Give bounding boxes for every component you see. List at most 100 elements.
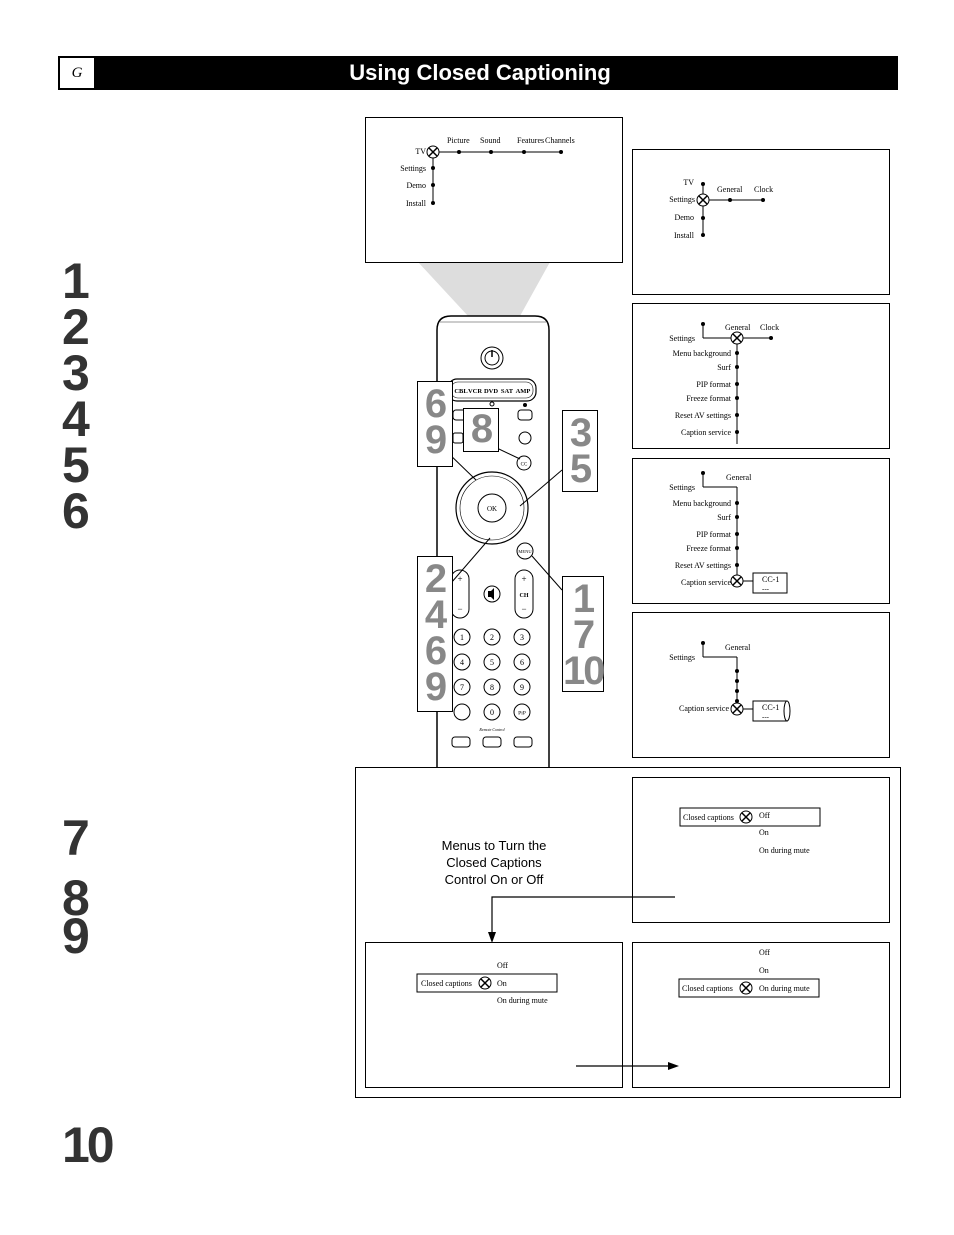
page-title: Using Closed Captioning <box>349 60 611 85</box>
number-pad[interactable]: 1 2 3 4 5 6 7 8 9 0 PiP <box>453 628 531 721</box>
arrow-down <box>491 896 675 936</box>
callout-step-8: 8 <box>463 408 499 452</box>
svg-text:Menu background: Menu background <box>673 499 731 508</box>
menu-button[interactable] <box>516 542 534 560</box>
source-amp[interactable]: AMP <box>516 388 531 395</box>
svg-text:0: 0 <box>490 708 494 717</box>
svg-text:Closed captions: Closed captions <box>683 813 734 822</box>
mute-icon <box>488 588 494 600</box>
svg-text:On: On <box>759 828 769 837</box>
svg-text:On during mute: On during mute <box>497 996 548 1005</box>
menu-panel-caption-value: General Settings Caption service CC-1 --… <box>632 612 890 758</box>
svg-text:On: On <box>497 979 507 988</box>
svg-text:PIP format: PIP format <box>696 530 731 539</box>
svg-text:Off: Off <box>497 961 508 970</box>
svg-text:2: 2 <box>490 633 494 642</box>
svg-text:6: 6 <box>520 658 524 667</box>
svg-text:CC: CC <box>521 463 528 468</box>
svg-text:General: General <box>726 473 752 482</box>
svg-text:Surf: Surf <box>717 513 731 522</box>
key-c[interactable] <box>518 431 532 445</box>
mute-small-key[interactable] <box>452 432 464 444</box>
svg-text:Install: Install <box>406 199 427 208</box>
svg-text:On: On <box>759 966 769 975</box>
svg-text:Caption service: Caption service <box>679 704 729 713</box>
brand-label: Remote Control <box>478 727 505 732</box>
svg-text:Picture: Picture <box>447 136 470 145</box>
svg-text:PiP: PiP <box>518 711 526 717</box>
svg-text:+: + <box>521 574 526 584</box>
source-vcr[interactable]: VCR <box>468 388 482 395</box>
svg-text:Settings: Settings <box>669 195 695 204</box>
svg-text:Freeze format: Freeze format <box>686 394 731 403</box>
cc-panel-on-during-mute: Closed captions Off On On during mute <box>632 942 890 1088</box>
svg-text:4: 4 <box>460 658 464 667</box>
svg-text:Closed captions: Closed captions <box>421 979 472 988</box>
menu-panel-caption-service: General Settings Menu background Surf PI… <box>632 458 890 604</box>
svg-text:---: --- <box>762 713 770 721</box>
svg-text:−: − <box>457 604 462 614</box>
svg-text:CC-1: CC-1 <box>762 575 779 584</box>
svg-text:Off: Off <box>759 948 770 957</box>
svg-text:Clock: Clock <box>760 323 779 332</box>
cc-panel-off: Closed captions Off On On during mute <box>632 777 890 923</box>
remote-control-illustration: CBL VCR DVD SAT AMP CC OK MENU + − + CH … <box>418 262 563 770</box>
svg-text:OK: OK <box>487 505 497 513</box>
svg-text:General: General <box>725 643 751 652</box>
svg-text:Clock: Clock <box>754 185 773 194</box>
svg-text:On during mute: On during mute <box>759 984 810 993</box>
cc-panel-on: Closed captions Off On On during mute <box>365 942 623 1088</box>
menu-panel-general: General Clock Settings Menu background S… <box>632 303 890 449</box>
svg-text:Closed captions: Closed captions <box>682 984 733 993</box>
svg-text:Settings: Settings <box>400 164 426 173</box>
svg-text:Caption service: Caption service <box>681 578 731 587</box>
source-dvd[interactable]: DVD <box>484 388 498 395</box>
flow-arrows <box>488 896 679 1070</box>
svg-text:PIP format: PIP format <box>696 380 731 389</box>
svg-text:1: 1 <box>460 633 464 642</box>
bottom-key-1[interactable] <box>451 736 471 748</box>
svg-text:Features: Features <box>517 136 544 145</box>
bottom-key-2[interactable] <box>482 736 502 748</box>
svg-text:−: − <box>521 604 526 614</box>
svg-text:Install: Install <box>674 231 695 240</box>
svg-text:Settings: Settings <box>669 483 695 492</box>
key-b[interactable] <box>517 409 533 421</box>
svg-text:8: 8 <box>490 683 494 692</box>
svg-text:MENU: MENU <box>518 549 532 554</box>
section-caption: Menus to Turn the Closed Captions Contro… <box>441 838 547 887</box>
svg-text:TV: TV <box>415 147 426 156</box>
svg-text:Reset AV settings: Reset AV settings <box>675 411 731 420</box>
ok-button[interactable] <box>477 493 507 523</box>
menu-panel-settings: TV Settings Demo Install General Clock <box>632 149 890 295</box>
svg-text:Settings: Settings <box>669 653 695 662</box>
step-number-10: 10 <box>62 1117 115 1173</box>
caption-service-value-box <box>752 572 788 594</box>
source-cbl[interactable]: CBL <box>454 388 468 395</box>
header-bar <box>58 56 898 90</box>
cc-button[interactable] <box>516 455 532 471</box>
svg-text:7: 7 <box>460 683 464 692</box>
svg-text:3: 3 <box>520 633 524 642</box>
svg-text:Settings: Settings <box>669 334 695 343</box>
svg-text:CH: CH <box>520 593 529 599</box>
bottom-key-3[interactable] <box>513 736 533 748</box>
power-button[interactable] <box>480 346 504 370</box>
ir-beam <box>418 262 550 316</box>
svg-text:General: General <box>717 185 743 194</box>
channel-rocker[interactable] <box>514 569 534 619</box>
svg-text:Demo: Demo <box>406 181 426 190</box>
section-letter: G <box>60 58 94 88</box>
svg-text:Sound: Sound <box>480 136 500 145</box>
svg-text:---: --- <box>762 585 770 593</box>
source-sat[interactable]: SAT <box>501 388 514 395</box>
svg-text:Demo: Demo <box>674 213 694 222</box>
svg-text:Freeze format: Freeze format <box>686 544 731 553</box>
svg-text:Reset AV settings: Reset AV settings <box>675 561 731 570</box>
svg-text:CC-1: CC-1 <box>762 703 779 712</box>
